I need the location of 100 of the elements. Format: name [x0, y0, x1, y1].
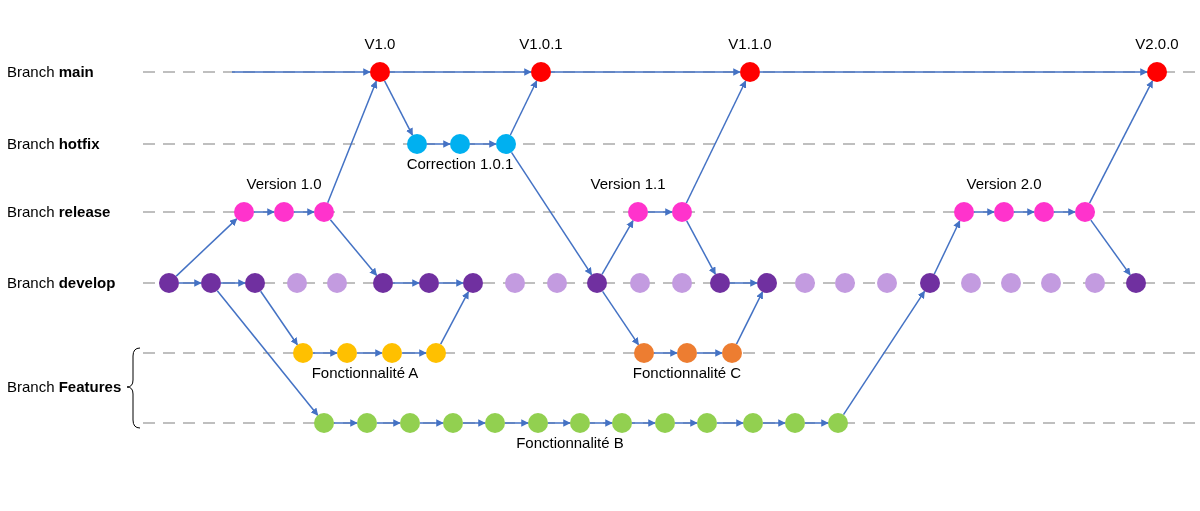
- arrow: [510, 151, 593, 276]
- arrow: [439, 291, 470, 345]
- commit-dot: [961, 273, 981, 293]
- commit-dot: [877, 273, 897, 293]
- arrow: [735, 291, 764, 345]
- commit-dot: [954, 202, 974, 222]
- commit-dot: [528, 413, 548, 433]
- arrow: [293, 208, 315, 216]
- commit-dot: [463, 273, 483, 293]
- commit-dot: [287, 273, 307, 293]
- commit-dot: [710, 273, 730, 293]
- version-label: V1.0.1: [519, 35, 563, 52]
- branch-caption: Fonctionnalité B: [516, 434, 624, 451]
- commit-dot: [612, 413, 632, 433]
- commit-dot: [920, 273, 940, 293]
- arrow: [762, 419, 786, 427]
- commit-dot: [314, 202, 334, 222]
- commit-dot: [496, 134, 516, 154]
- arrow: [674, 419, 698, 427]
- commit-dot: [407, 134, 427, 154]
- commit-dot: [357, 413, 377, 433]
- arrow: [1013, 208, 1035, 216]
- commit-dot: [201, 273, 221, 293]
- arrow: [653, 349, 678, 357]
- commit-dot: [828, 413, 848, 433]
- branch-label: Branch develop: [7, 274, 116, 291]
- arrow: [329, 218, 378, 277]
- arrow: [589, 419, 613, 427]
- commit-dot: [672, 273, 692, 293]
- commit-dot: [835, 273, 855, 293]
- commit-dot: [159, 273, 179, 293]
- arrow: [842, 290, 926, 416]
- arrow: [462, 419, 486, 427]
- arrow: [804, 419, 829, 427]
- arrow: [216, 290, 319, 416]
- arrow: [504, 419, 529, 427]
- arrow: [253, 208, 275, 216]
- commit-dot: [419, 273, 439, 293]
- arrow: [175, 218, 238, 277]
- commit-dot: [672, 202, 692, 222]
- arrow: [312, 349, 338, 357]
- arrow: [469, 140, 497, 148]
- arrow: [356, 349, 383, 357]
- arrow: [631, 419, 656, 427]
- commit-dot: [485, 413, 505, 433]
- version-label: Version 1.0: [246, 175, 322, 192]
- arrow: [392, 279, 420, 287]
- commit-dot: [795, 273, 815, 293]
- arrow: [696, 349, 723, 357]
- commit-dot: [587, 273, 607, 293]
- branch-label: Branch main: [7, 63, 94, 80]
- arrow: [729, 279, 758, 287]
- arrow: [547, 419, 571, 427]
- arrow: [716, 419, 744, 427]
- arrow: [326, 80, 378, 204]
- commit-dot: [443, 413, 463, 433]
- arrow: [685, 220, 717, 275]
- arrow: [685, 80, 747, 204]
- commit-dot: [547, 273, 567, 293]
- commit-dot: [1001, 273, 1021, 293]
- branch-label: Branch Features: [7, 378, 122, 395]
- arrow: [426, 140, 451, 148]
- arrow: [509, 80, 538, 136]
- commit-dot: [722, 343, 742, 363]
- commit-dot: [327, 273, 347, 293]
- commit-dot: [1075, 202, 1095, 222]
- arrow: [220, 279, 246, 287]
- arrow: [1053, 208, 1076, 216]
- commit-dot: [314, 413, 334, 433]
- arrow: [178, 279, 202, 287]
- commit-dot: [785, 413, 805, 433]
- commit-dot: [373, 273, 393, 293]
- arrow: [231, 68, 371, 76]
- arrow: [933, 220, 961, 275]
- arrow: [550, 68, 741, 76]
- arrow: [759, 68, 1148, 76]
- arrow: [419, 419, 444, 427]
- commit-dot: [1126, 273, 1146, 293]
- arrow: [1088, 80, 1154, 204]
- arrow: [383, 80, 414, 136]
- arrow: [1090, 219, 1131, 276]
- commit-dot: [655, 413, 675, 433]
- branch-caption: Correction 1.0.1: [406, 155, 514, 172]
- commit-dot: [234, 202, 254, 222]
- commit-dot: [630, 273, 650, 293]
- commit-dot: [1085, 273, 1105, 293]
- commit-dot: [293, 343, 313, 363]
- commit-dot: [382, 343, 402, 363]
- arrow: [601, 290, 640, 346]
- arrow: [601, 219, 634, 276]
- arrow: [647, 208, 673, 216]
- arrow: [389, 68, 532, 76]
- branch-label: Branch release: [7, 203, 111, 220]
- commit-dot: [245, 273, 265, 293]
- commit-dot: [697, 413, 717, 433]
- version-label: V2.0.0: [1135, 35, 1179, 52]
- commit-dot: [743, 413, 763, 433]
- branch-caption: Fonctionnalité C: [632, 364, 742, 381]
- arrow: [259, 290, 299, 346]
- commit-dot: [1034, 202, 1054, 222]
